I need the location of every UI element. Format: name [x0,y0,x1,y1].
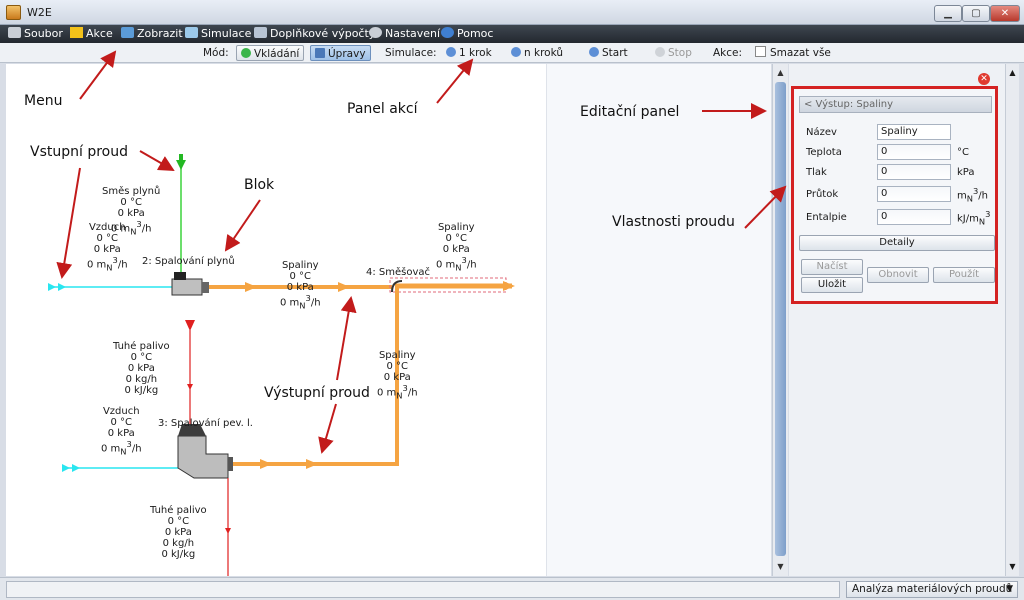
chevron-down-icon: ▼ [1006,584,1013,594]
menu-soubor[interactable]: Soubor [8,27,63,41]
folder-icon [8,27,21,38]
menu-simulace[interactable]: Simulace [185,27,251,41]
menu-pomoc[interactable]: Pomoc [441,27,493,41]
action-label: Akce: [713,47,743,59]
scroll-down-icon[interactable]: ▼ [777,562,784,571]
clear-all-button[interactable]: Smazat vše [755,45,831,61]
name-field[interactable]: Spaliny [877,124,951,140]
annotation-stream-properties: Vlastnosti proudu [612,214,735,230]
flow-label: Průtok [806,189,839,200]
temperature-unit: °C [957,147,969,158]
apply-button[interactable]: Použít [933,267,995,283]
enthalpy-unit: kJ/mN3 [957,209,991,227]
start-button[interactable]: Start [589,45,628,61]
help-icon [441,27,454,38]
annotation-action-panel: Panel akcí [347,101,418,117]
window-title: W2E [27,6,52,19]
edit-panel-header[interactable]: < Výstup: Spaliny [799,96,992,113]
edit-panel: < Výstup: Spaliny Název Spaliny Teplota … [791,86,998,304]
pressure-label: Tlak [806,167,827,178]
close-button[interactable]: ✕ [990,5,1020,22]
annotation-edit-panel: Editační panel [580,104,680,120]
gear-icon [369,27,382,38]
analysis-select[interactable]: Analýza materiálových proudů▼ [846,581,1018,598]
flow-field[interactable]: 0 [877,186,951,202]
temperature-label: Teplota [806,147,842,158]
canvas-empty-area [546,64,771,576]
flow-unit: mN3/h [957,186,989,204]
plus-icon [241,48,251,58]
insert-mode-button[interactable]: Vkládání [236,45,305,61]
diagram-canvas[interactable] [6,64,771,576]
load-button[interactable]: Načíst [801,259,863,275]
side-scrollbar[interactable]: ▲ ▼ [1005,64,1019,576]
simulation-icon [185,27,198,38]
status-bar: Analýza materiálových proudů▼ [0,577,1024,600]
temperature-field[interactable]: 0 [877,144,951,160]
annotation-input-stream: Vstupní proud [30,144,128,160]
menu-akce[interactable]: Akce [70,27,113,41]
annotation-output-stream: Výstupní proud [264,385,370,401]
side-scroll-down-icon[interactable]: ▼ [1009,562,1016,571]
cursor-icon [315,48,325,58]
minimize-button[interactable]: ▁ [934,5,962,22]
block-3-label: 3: Spalování pev. l. [158,418,253,429]
maximize-button[interactable]: ▢ [962,5,990,22]
scroll-up-icon[interactable]: ▲ [777,68,784,77]
refresh-button[interactable]: Obnovit [867,267,929,283]
lightning-icon [70,27,83,38]
pressure-field[interactable]: 0 [877,164,951,180]
scroll-thumb[interactable] [775,82,786,556]
clear-icon [755,46,766,57]
action-panel: Mód: Vkládání Úpravy Simulace: 1 krok n … [0,43,1024,63]
block-2-label: 2: Spalování plynů [142,256,235,267]
simulation-label: Simulace: [385,47,437,59]
step-one-button[interactable]: 1 krok [446,45,492,61]
play-icon [589,47,599,57]
calculator-icon [254,27,267,38]
block-4-label: 4: Směšovač [366,267,431,278]
enthalpy-field[interactable]: 0 [877,209,951,225]
app-icon [6,5,21,20]
step-n-button[interactable]: n kroků [511,45,563,61]
save-button[interactable]: Uložit [801,277,863,293]
name-label: Název [806,127,837,138]
pressure-unit: kPa [957,167,975,178]
menu-nastaveni[interactable]: Nastavení [369,27,440,41]
step-icon [446,47,456,57]
menu-doplnkove-vypocty[interactable]: Doplňkové výpočty [254,27,375,41]
stop-button[interactable]: Stop [655,45,692,61]
canvas-scrollbar[interactable]: ▲ ▼ [772,64,788,576]
annotation-menu: Menu [24,93,63,109]
close-panel-icon[interactable]: ✕ [978,73,990,85]
side-scroll-up-icon[interactable]: ▲ [1009,68,1016,77]
annotation-block: Blok [244,177,275,193]
enthalpy-label: Entalpie [806,212,847,223]
title-bar: W2E ▁ ▢ ✕ [0,0,1024,25]
status-field [6,581,840,598]
menu-bar: Soubor Akce Zobrazit Simulace Doplňkové … [0,25,1024,43]
details-button[interactable]: Detaily [799,235,995,251]
mode-label: Mód: [203,47,229,59]
edit-mode-button[interactable]: Úpravy [310,45,371,61]
menu-zobrazit[interactable]: Zobrazit [121,27,183,41]
view-icon [121,27,134,38]
stop-icon [655,47,665,57]
step-n-icon [511,47,521,57]
